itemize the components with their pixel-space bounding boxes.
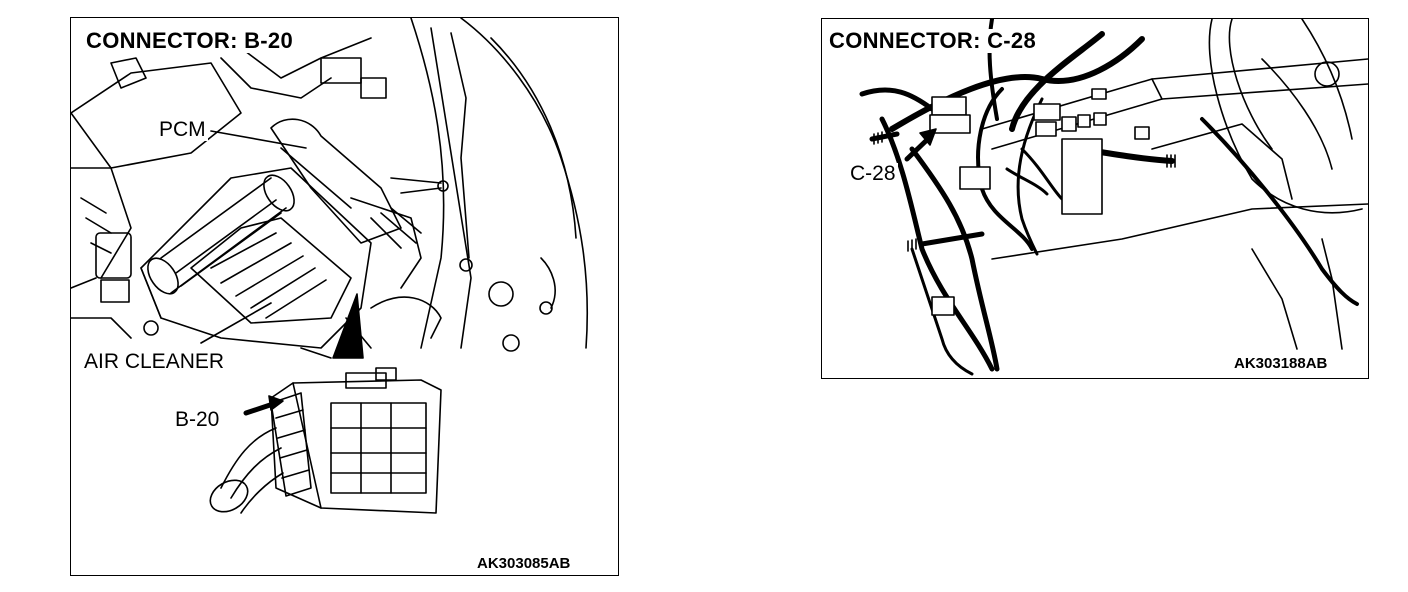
- figure-code: AK303085AB: [477, 555, 571, 572]
- connector-c28-diagram: CONNECTOR: C-28 C-28 AK303188AB: [821, 18, 1369, 379]
- figure-code: AK303188AB: [1234, 355, 1328, 372]
- pcm-label: PCM: [157, 118, 208, 141]
- connector-callout-label: B-20: [173, 408, 222, 431]
- air-cleaner-label: AIR CLEANER: [82, 350, 227, 373]
- connector-callout-label: C-28: [848, 162, 898, 185]
- dash-wiring-illustration: [859, 19, 1368, 376]
- connector-title: CONNECTOR: B-20: [83, 29, 297, 53]
- engine-bay-illustration: [71, 18, 589, 514]
- connector-title: CONNECTOR: C-28: [826, 29, 1040, 53]
- connector-b20-diagram: CONNECTOR: B-20 PCM AIR CLEANER B-20 AK3…: [70, 17, 619, 576]
